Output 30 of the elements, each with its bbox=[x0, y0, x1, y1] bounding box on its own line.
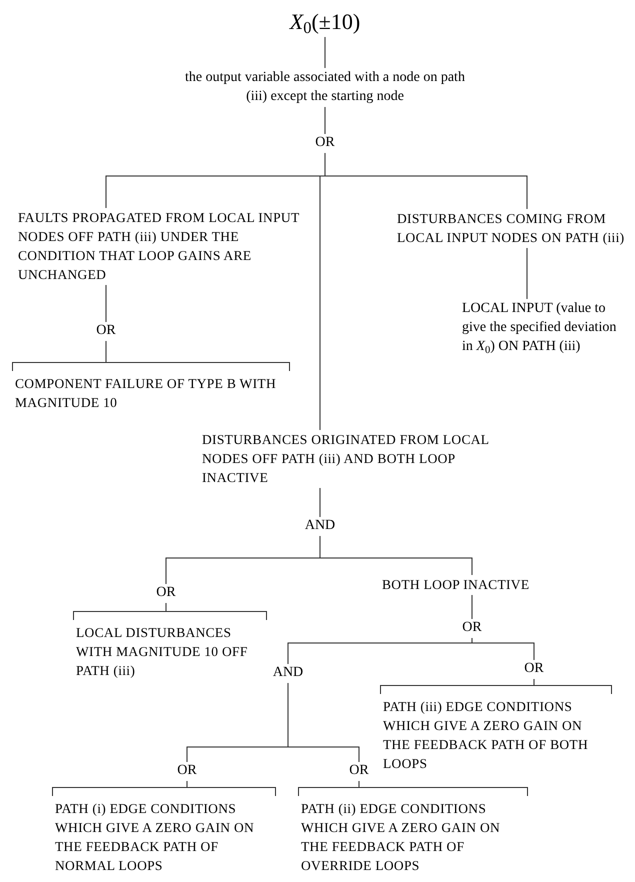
event-text: PATH (iii) EDGE CONDITIONS WHICH GIVE A ZERO GAIN ON THE FEEDBACK PATH OF BOTH LOOPS bbox=[382, 698, 590, 773]
event-text: LOCAL DISTURBANCES WITH MAGNITUDE 10 OFF PATH (iii) bbox=[75, 624, 249, 680]
connector-line bbox=[472, 638, 534, 660]
connector-line bbox=[324, 106, 326, 134]
event-text: DISTURBANCES COMING FROM LOCAL INPUT NODES ON PATH (iii) bbox=[397, 210, 626, 247]
gate-label: OR bbox=[348, 762, 370, 780]
gate-label: OR bbox=[176, 762, 198, 780]
event-text: COMPONENT FAILURE OF TYPE B WITH MAGNITUDE 10 bbox=[14, 375, 277, 412]
event-text: PATH (i) EDGE CONDITIONS WHICH GIVE A ZERO GAIN ON THE FEEDBACK PATH OF NORMAL LOOPS bbox=[54, 800, 256, 875]
gate-label: AND bbox=[304, 517, 336, 535]
connector-line bbox=[288, 682, 360, 762]
gate-label: OR bbox=[95, 322, 117, 340]
event-text: PATH (ii) EDGE CONDITIONS WHICH GIVE A ZERO GAIN ON THE FEEDBACK PATH OF OVERRIDE LOOPS bbox=[300, 800, 502, 875]
connector-line bbox=[358, 780, 360, 788]
event-text: BOTH LOOP INACTIVE bbox=[382, 576, 530, 594]
connector-line bbox=[526, 248, 528, 300]
gate-label: OR bbox=[314, 134, 336, 152]
event-text: LOCAL INPUT (value to give the specified deviation in X$_{0}$) ON PATH (iii) bbox=[462, 300, 618, 356]
connector-line bbox=[186, 780, 188, 788]
connector-line bbox=[320, 536, 472, 576]
event-text: the output variable associated with a node on path (iii) except the starting node bbox=[184, 69, 466, 106]
gate-label: OR bbox=[155, 584, 177, 602]
gate-label: OR bbox=[461, 619, 483, 637]
event-text: DISTURBANCES ORIGINATED FROM LOCAL NODES OFF PATH (iii) AND BOTH LOOP INACTIVE bbox=[202, 431, 490, 487]
connector-line bbox=[324, 152, 528, 210]
gate-label: OR bbox=[523, 660, 545, 678]
event-text: FAULTS PROPAGATED FROM LOCAL INPUT NODES OFF PATH (iii) UNDER THE CONDITION THAT LOOP GAINS ARE UNCHANGED bbox=[18, 209, 300, 284]
gate-label: AND bbox=[272, 664, 304, 682]
top-event-text: X$_{0}$(±10) bbox=[288, 8, 362, 36]
connector-line bbox=[324, 36, 326, 68]
